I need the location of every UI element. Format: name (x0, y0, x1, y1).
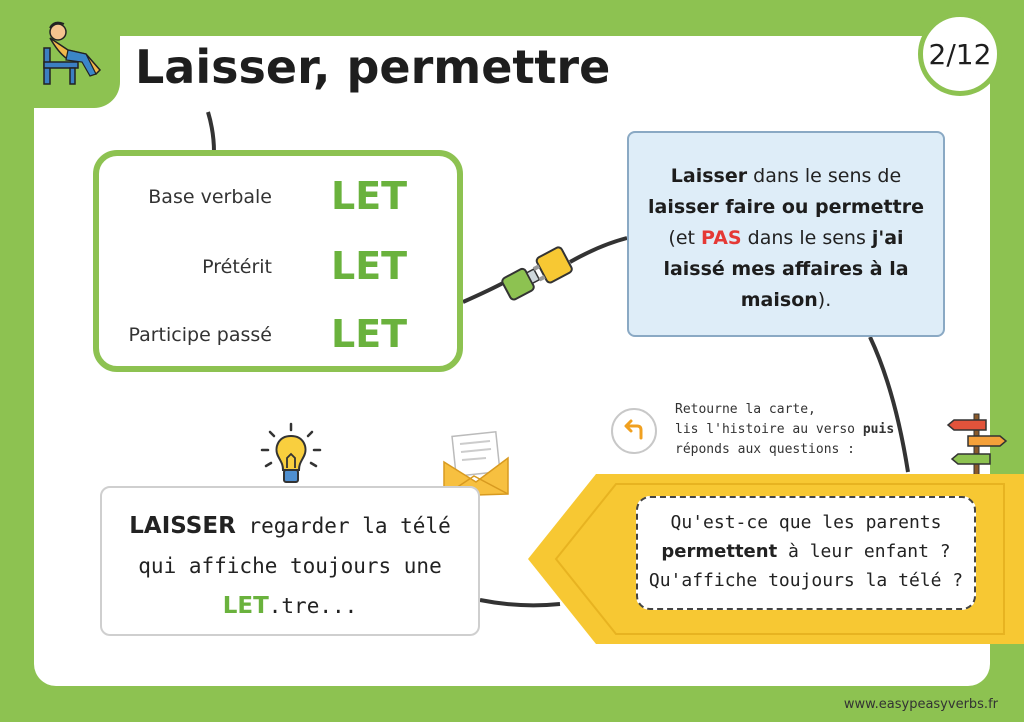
form-label: Prétérit (202, 256, 272, 278)
verb-forms-panel: Base verbale LET Prétérit LET Participe … (93, 150, 463, 372)
form-row-base: Base verbale LET (99, 174, 457, 224)
footer-url[interactable]: www.easypeasyverbs.fr (843, 697, 998, 712)
meaning-example: j'ai laissé mes affaires à la (663, 227, 909, 280)
signpost-icon (946, 413, 1008, 476)
form-label: Participe passé (128, 324, 273, 346)
instruction-bold: puis (862, 422, 895, 437)
question-line: Qu'affiche toujours la télé ? (648, 570, 964, 591)
instruction-text-part: lis l'histoire au verso (675, 422, 863, 437)
story-lead: LAISSER (129, 513, 236, 539)
form-label: Base verbale (148, 186, 272, 208)
form-value: LET (331, 174, 408, 218)
form-value: LET (331, 312, 408, 356)
story-text: qui affiche toujours une (138, 554, 442, 578)
story-text: .tre... (268, 594, 358, 618)
meaning-text: dans le sens (741, 227, 872, 249)
meaning-text: dans le sens de (747, 165, 902, 187)
form-row-participle: Participe passé LET (99, 312, 457, 362)
instruction-line: réponds aux questions : (675, 442, 856, 457)
return-arrow-icon[interactable] (611, 408, 657, 454)
instruction-line: lis l'histoire au verso puis (675, 420, 894, 440)
page-indicator: 2/12 (918, 12, 1002, 96)
negation-word: PAS (701, 227, 742, 249)
page-title: Laisser, permettre (135, 40, 611, 94)
instruction-text: Retourne la carte, lis l'histoire au ver… (675, 400, 894, 460)
story-keyword: LET (222, 593, 269, 619)
question-line: permettent à leur enfant ? (638, 537, 974, 566)
form-row-preterit: Prétérit LET (99, 244, 457, 294)
lightbulb-icon (260, 422, 322, 483)
instruction-line: Retourne la carte, (675, 402, 816, 417)
question-line: Qu'est-ce que les parents (670, 512, 942, 533)
meaning-paren: (et (668, 227, 702, 249)
form-value: LET (331, 244, 408, 288)
question-text: à leur enfant ? (777, 541, 951, 562)
meaning-word: Laisser (670, 165, 748, 187)
plug-connector-icon (501, 246, 573, 301)
story-panel: LAISSER regarder la télé qui affiche tou… (100, 486, 480, 636)
story-text: regarder la télé (235, 514, 451, 538)
meaning-close: ). (817, 289, 832, 311)
questions-panel: Qu'est-ce que les parents permettent à l… (636, 496, 976, 610)
meaning-panel: Laisser dans le sens de laisser faire ou… (627, 131, 945, 337)
relaxing-person-icon (43, 21, 102, 85)
meaning-example-end: maison (740, 289, 818, 311)
meaning-phrase: laisser faire ou permettre (648, 196, 924, 218)
question-bold: permettent (661, 541, 778, 562)
